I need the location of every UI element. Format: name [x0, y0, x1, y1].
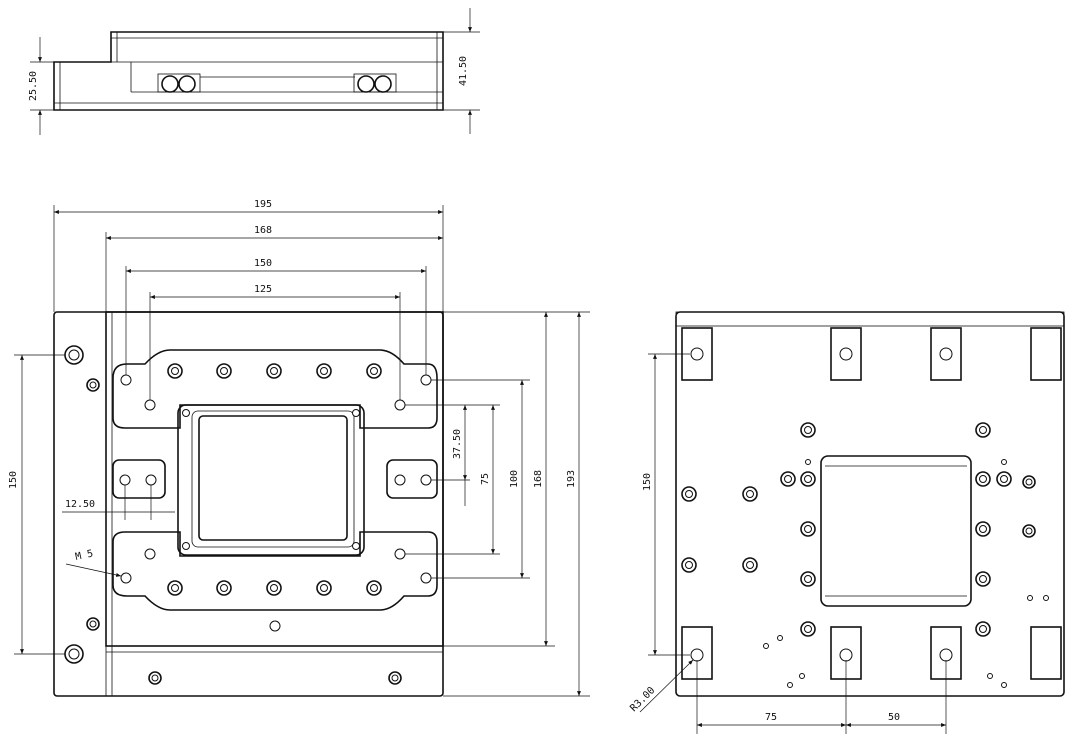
clamp-plate-outline: [112, 349, 438, 429]
dim-label-193: 193: [566, 470, 577, 488]
dim-label-150-vertical: 150: [8, 471, 19, 489]
side-view-clamp-block: [157, 73, 201, 93]
slot: [1030, 327, 1062, 381]
thread-leader: [65, 563, 122, 577]
back-screws: [681, 422, 1036, 637]
right-tab: [386, 459, 438, 499]
front-view: 195 168 150 125 150 12.50 M 5: [8, 199, 590, 697]
dim-label-75: 75: [480, 473, 491, 485]
side-view-outline: [53, 31, 444, 111]
radius-leader: [639, 659, 694, 713]
bottom-screw-row: [167, 580, 382, 596]
thread-callout: M 5: [74, 548, 94, 563]
dim-label-168: 168: [254, 225, 272, 236]
slot: [1030, 626, 1062, 680]
dim-label-125: 125: [254, 284, 272, 295]
back-dim-label-50: 50: [888, 712, 900, 723]
dim-label-168-vertical: 168: [533, 470, 544, 488]
back-view: 150 R3.00 75 50: [628, 311, 1065, 734]
dim-label-12-50: 12.50: [65, 499, 95, 510]
left-tab: [112, 459, 166, 499]
dim-label-37-50: 37.50: [452, 429, 463, 459]
slot: [930, 327, 962, 381]
dim-label-41-50: 41.50: [458, 56, 469, 86]
dim-label-195: 195: [254, 199, 272, 210]
slot: [830, 327, 862, 381]
back-dim-label-150: 150: [642, 473, 653, 491]
side-view-screw: [178, 75, 196, 93]
side-view-screw: [161, 75, 179, 93]
central-frame-outer: [177, 404, 365, 556]
side-view-clamp-block: [353, 73, 397, 93]
top-plate-outline: [105, 311, 444, 647]
central-frame-inner: [198, 415, 348, 541]
back-dim-label-75: 75: [765, 712, 777, 723]
dim-label-25-50: 25.50: [28, 71, 39, 101]
side-view: 25.50 41.50: [28, 8, 480, 135]
clamp-plate-outline: [112, 531, 438, 611]
dim-label-100: 100: [509, 470, 520, 488]
side-view-screw: [357, 75, 375, 93]
side-view-screw: [374, 75, 392, 93]
top-screw-row: [167, 363, 382, 379]
center-pocket: [820, 455, 972, 607]
dim-label-150: 150: [254, 258, 272, 269]
back-plate-outline: [675, 311, 1065, 697]
